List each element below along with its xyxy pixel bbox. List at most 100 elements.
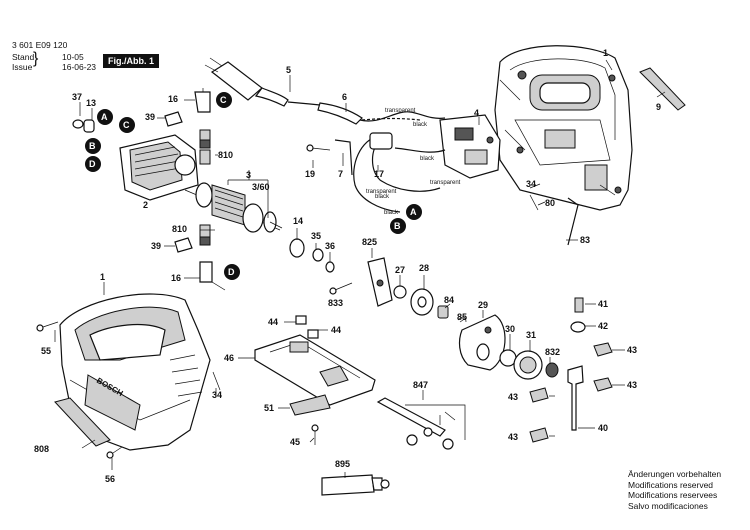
part-label: 3/60	[252, 182, 270, 192]
part-label: 55	[41, 346, 51, 356]
part-label: 810	[172, 224, 187, 234]
hex-key	[567, 197, 579, 246]
leader-lines	[54, 59, 666, 478]
part-label: 39	[151, 241, 161, 251]
part-label: 28	[419, 263, 429, 273]
base-plate	[254, 315, 376, 406]
part-label: 825	[362, 237, 377, 247]
part-label: 34	[212, 390, 222, 400]
power-cable	[204, 57, 446, 125]
brace: }	[33, 50, 39, 67]
part-label: 41	[598, 299, 608, 309]
part-label: 2	[143, 200, 148, 210]
marker-a: A	[410, 207, 417, 217]
part-label: 833	[328, 298, 343, 308]
small-washer	[325, 261, 335, 273]
wire-label: transparent	[385, 108, 416, 114]
gear-bearing	[545, 362, 559, 378]
cover-plate	[639, 67, 686, 111]
part-label: 39	[145, 112, 155, 122]
note-en: Modifications reserved	[628, 479, 714, 490]
part-label: 3	[246, 170, 251, 180]
housing-left-half: BOSCH	[59, 293, 211, 451]
note-de: Änderungen vorbehalten	[628, 469, 722, 479]
field-coil	[119, 134, 199, 201]
marker-a: A	[101, 112, 108, 122]
label-plate	[54, 397, 111, 447]
wire-labels: transparent black black transparent blac…	[366, 108, 461, 216]
part-label: 847	[413, 380, 428, 390]
part-label: 43	[627, 380, 637, 390]
part-label: 895	[335, 459, 350, 469]
part-label: 43	[508, 392, 518, 402]
part-label: 810	[218, 150, 233, 160]
part-label: 13	[86, 98, 96, 108]
part-label: 51	[264, 403, 274, 413]
connection-markers: A C B D C D A B	[85, 92, 422, 280]
part-label: 1	[603, 48, 608, 58]
part-label: 42	[598, 321, 608, 331]
washer	[312, 248, 324, 262]
switch-module	[439, 114, 501, 179]
part-label: 14	[293, 216, 303, 226]
part-label: 84	[444, 295, 454, 305]
large-washer-inner	[417, 296, 427, 308]
marker-b: B	[394, 221, 401, 231]
part-label: 30	[505, 324, 515, 334]
part-label: 16	[168, 94, 178, 104]
part-label: 5	[286, 65, 291, 75]
issue-value: 16-06-23	[62, 62, 97, 72]
part-label: 80	[545, 198, 555, 208]
part-label: 808	[34, 444, 49, 454]
wire-harness	[334, 132, 446, 213]
part-label: 43	[508, 432, 518, 442]
screws	[36, 144, 353, 459]
figure-label: Fig./Abb. 1	[103, 54, 159, 68]
part-label: 34	[526, 179, 536, 189]
cam-plate	[458, 314, 506, 371]
wire-label: black	[413, 122, 428, 128]
part-label: 56	[105, 474, 115, 484]
part-label: 46	[224, 353, 234, 363]
note-fr: Modifications reservees	[628, 490, 718, 500]
marker-c: C	[123, 120, 130, 130]
lever-assembly	[376, 397, 466, 450]
guide-roller-4	[529, 427, 549, 443]
part-label: 1	[100, 272, 105, 282]
housing-right-half	[494, 45, 633, 211]
marker-b: B	[89, 141, 96, 151]
part-label: 19	[305, 169, 315, 179]
modification-notes: Änderungen vorbehalten Modifications res…	[628, 469, 721, 511]
armature	[184, 179, 283, 233]
guide-roller-3	[529, 387, 549, 403]
part-label: 27	[395, 265, 405, 275]
marker-d: D	[89, 159, 96, 169]
wire-label: black	[420, 156, 435, 162]
part-label: 6	[342, 92, 347, 102]
part-label: 40	[598, 423, 608, 433]
part-label: 16	[171, 273, 181, 283]
guide-bushing	[570, 321, 586, 333]
wire-label: transparent	[430, 180, 461, 186]
guide-pin	[574, 297, 584, 313]
part-label: 832	[545, 347, 560, 357]
wire-label: transparent	[366, 189, 397, 195]
part-label: 43	[627, 345, 637, 355]
spring-washer	[393, 285, 407, 299]
part-label: 44	[331, 325, 341, 335]
blade-clamp	[289, 394, 331, 416]
part-label: 7	[338, 169, 343, 179]
note-es: Salvo modificaciones	[628, 500, 708, 511]
part-label: 4	[474, 108, 479, 118]
part-label: 17	[374, 169, 384, 179]
part-label: 37	[72, 92, 82, 102]
part-label: 36	[325, 241, 335, 251]
part-numbers: 1 5 6 4 9 37 13 39 16 810 3 3/60 19 7 17…	[34, 48, 661, 484]
wire-label: black	[384, 210, 399, 216]
plunger-rod	[567, 365, 584, 431]
wire-label: black	[375, 194, 390, 200]
guide-roller-2	[593, 377, 613, 392]
part-label: 44	[268, 317, 278, 327]
pin	[529, 194, 539, 211]
